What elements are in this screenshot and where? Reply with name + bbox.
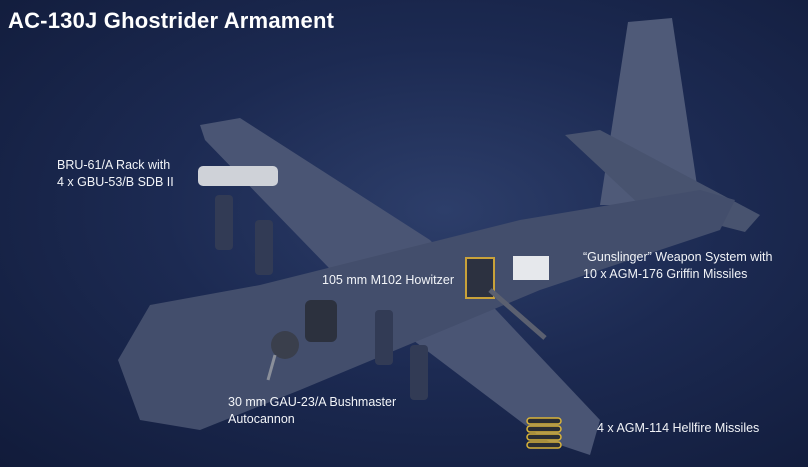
label-line: 4 x GBU-53/B SDB II — [57, 175, 174, 189]
autocannon — [271, 331, 299, 359]
hellfire-missiles — [526, 417, 562, 449]
hellfire-missile — [526, 433, 562, 441]
bru-61-rack — [198, 166, 278, 186]
label-hellfire: 4 x AGM-114 Hellfire Missiles — [597, 420, 759, 437]
label-line: 4 x AGM-114 Hellfire Missiles — [597, 421, 760, 435]
engines — [215, 195, 428, 400]
label-bru-61: BRU-61/A Rack with 4 x GBU-53/B SDB II — [57, 157, 174, 191]
howitzer-barrel — [488, 288, 547, 340]
engine — [375, 310, 393, 365]
label-line: Autocannon — [228, 412, 295, 426]
label-line: 105 mm M102 Howitzer — [322, 273, 454, 287]
hellfire-missile — [526, 425, 562, 433]
howitzer — [465, 257, 495, 299]
hellfire-missile — [526, 441, 562, 449]
label-autocannon: 30 mm GAU-23/A Bushmaster Autocannon — [228, 394, 396, 428]
hellfire-missile — [526, 417, 562, 425]
page-title: AC-130J Ghostrider Armament — [8, 8, 335, 33]
label-howitzer: 105 mm M102 Howitzer — [322, 272, 454, 289]
gunslinger-launcher — [513, 256, 549, 280]
label-line: BRU-61/A Rack with — [57, 158, 171, 172]
engine — [410, 345, 428, 400]
engine — [215, 195, 233, 250]
label-line: “Gunslinger” Weapon System with — [583, 250, 773, 264]
engine — [255, 220, 273, 275]
label-line: 30 mm GAU-23/A Bushmaster — [228, 395, 397, 409]
label-line: 10 x AGM-176 Griffin Missiles — [583, 267, 748, 281]
label-gunslinger: “Gunslinger” Weapon System with 10 x AGM… — [583, 249, 772, 283]
autocannon-barrel — [266, 354, 277, 381]
autocannon-ammo-drum — [305, 300, 337, 342]
